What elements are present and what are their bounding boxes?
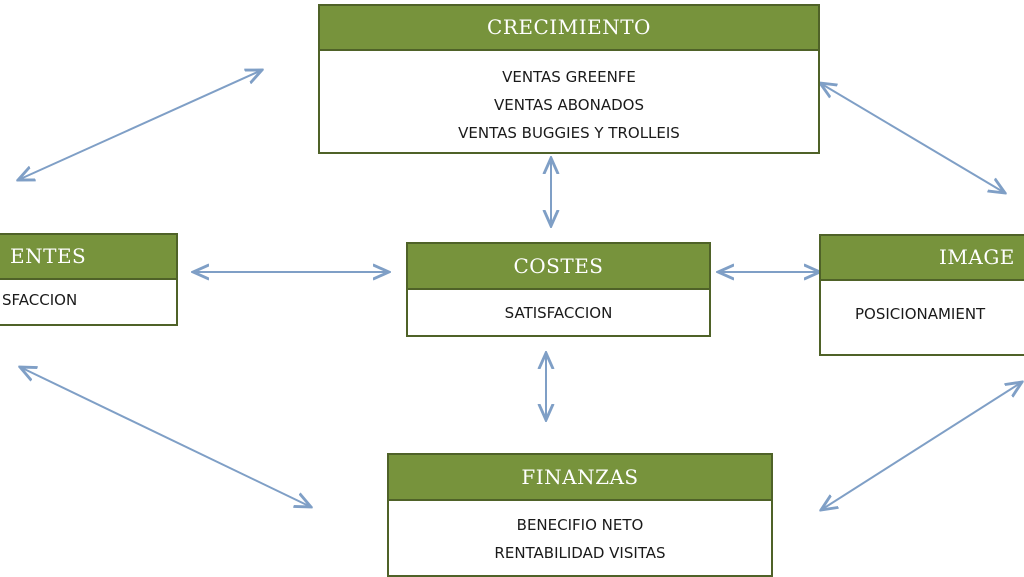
box-imagen-body: POSICIONAMIENT [821, 281, 1024, 328]
kpi-item: RENTABILIDAD VISITAS [494, 544, 666, 562]
arrow-crecimiento-imagen [820, 83, 1005, 193]
kpi-item: VENTAS GREENFE [502, 68, 636, 86]
kpi-item: BENECIFIO NETO [516, 516, 644, 534]
kpi-item: SFACCION [2, 291, 78, 309]
box-crecimiento-body: VENTAS GREENFE VENTAS ABONADOS VENTAS BU… [320, 51, 818, 147]
arrow-crecimiento-clientes [18, 70, 262, 180]
box-finanzas: FINANZAS BENECIFIO NETO RENTABILIDAD VIS… [387, 453, 773, 577]
box-crecimiento-title: CRECIMIENTO [320, 6, 818, 51]
box-imagen: IMAGE POSICIONAMIENT [819, 234, 1024, 356]
box-crecimiento: CRECIMIENTO VENTAS GREENFE VENTAS ABONAD… [318, 4, 820, 154]
kpi-item: VENTAS BUGGIES Y TROLLEIS [458, 124, 680, 142]
box-clientes-title: ENTES [0, 235, 176, 280]
box-clientes-body: SFACCION [0, 280, 176, 314]
kpi-item: SATISFACCION [504, 304, 613, 322]
box-finanzas-title: FINANZAS [389, 455, 771, 501]
arrow-imagen-finanzas [821, 382, 1022, 510]
kpi-item: VENTAS ABONADOS [494, 96, 644, 114]
box-costes-body: SATISFACCION [408, 290, 709, 327]
kpi-item: POSICIONAMIENT [855, 305, 986, 323]
box-finanzas-body: BENECIFIO NETO RENTABILIDAD VISITAS [389, 501, 771, 567]
box-imagen-title: IMAGE [821, 236, 1024, 281]
box-imagen-title-text: IMAGE [939, 245, 1015, 269]
box-costes-title: COSTES [408, 244, 709, 290]
box-clientes: ENTES SFACCION [0, 233, 178, 326]
box-costes: COSTES SATISFACCION [406, 242, 711, 337]
box-clientes-title-text: ENTES [10, 244, 87, 268]
arrow-clientes-finanzas [20, 367, 311, 507]
